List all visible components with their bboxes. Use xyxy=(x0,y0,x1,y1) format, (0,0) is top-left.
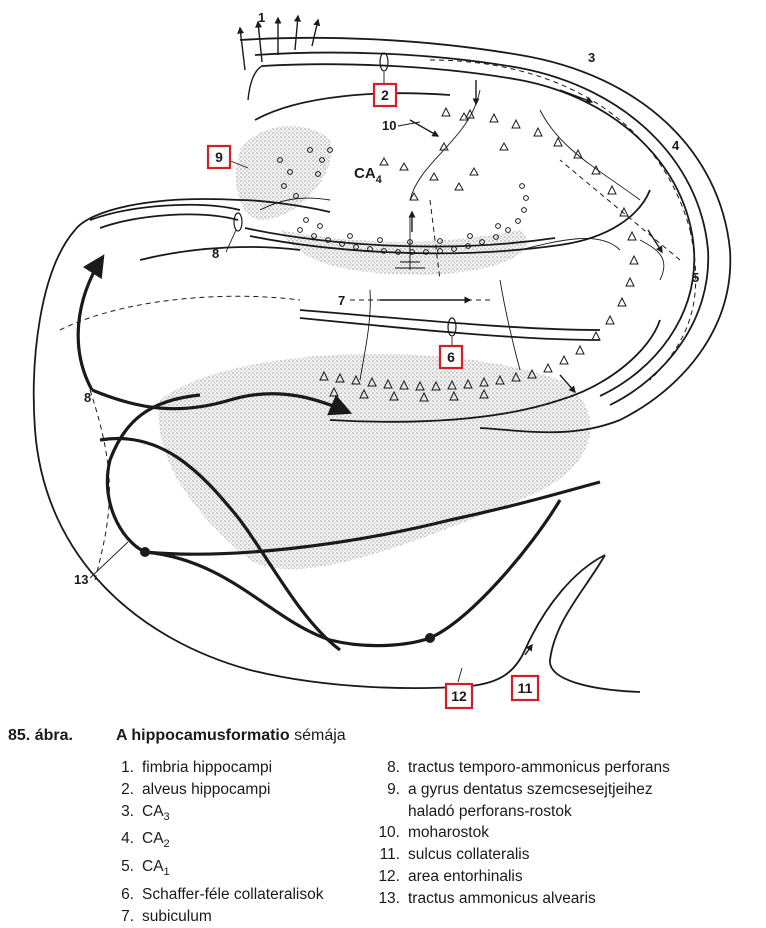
neuron-glyphs xyxy=(277,106,639,402)
legend-item: 1. fimbria hippocampi xyxy=(108,757,324,779)
figure-title: A hippocamusformatio xyxy=(116,727,290,744)
svg-text:11: 11 xyxy=(518,680,533,696)
legend-text: alveus hippocampi xyxy=(142,780,271,798)
svg-text:9: 9 xyxy=(215,149,223,165)
thick-tracts xyxy=(76,254,601,652)
legend-number: 1. xyxy=(121,759,134,776)
label-1: 1 xyxy=(258,10,265,25)
legend-text: tractus temporo-ammonicus perforans xyxy=(408,759,670,776)
legend-item: 11. sulcus collateralis xyxy=(370,844,670,866)
legend-item: 12. area entorhinalis xyxy=(370,866,670,888)
boxed-label-2: 2 xyxy=(372,82,398,108)
legend-item: 4. CA2 xyxy=(108,828,324,856)
legend-number: 6. xyxy=(121,886,134,904)
fibre-details xyxy=(259,89,665,381)
svg-text:2: 2 xyxy=(381,87,389,103)
leader-lines xyxy=(89,72,463,683)
legend-number: 2. xyxy=(121,780,134,798)
legend-item: 5. CA1 xyxy=(108,856,324,884)
label-13: 13 xyxy=(74,572,88,587)
legend-number: 11. xyxy=(379,846,400,864)
legend-text: a gyrus dentatus szemcsesejtjeihez xyxy=(408,780,653,798)
svg-text:6: 6 xyxy=(447,349,455,365)
boxed-label-12: 12 xyxy=(444,682,474,710)
boxed-label-11: 11 xyxy=(510,674,540,702)
legend-text: haladó perforans-rostok xyxy=(408,802,572,820)
legend-text: area entorhinalis xyxy=(408,867,523,885)
legend-number: 5. xyxy=(121,858,134,876)
legend-subscript: 1 xyxy=(163,866,170,879)
label-ca4: CA4 xyxy=(354,165,383,186)
boxed-label-9: 9 xyxy=(206,144,232,170)
legend-number: 4. xyxy=(121,830,134,848)
figure-number: 85. ábra. xyxy=(8,727,73,744)
tract-nodes xyxy=(140,547,435,643)
legend-text: fimbria hippocampi xyxy=(142,759,273,776)
label-4: 4 xyxy=(672,138,680,153)
label-8-lower: 8 xyxy=(84,390,91,405)
legend-text: sulcus collateralis xyxy=(408,846,530,864)
diagram-labels: 1 3 4 5 7 8 8 10 13 CA4 xyxy=(74,10,699,587)
legend-right: 8. tractus temporo-ammonicus perforans 9. a… xyxy=(370,757,670,910)
hippocampus-diagram: 1 3 4 5 7 8 8 10 13 CA4 2 9 6 12 11 xyxy=(32,10,732,710)
svg-text:12: 12 xyxy=(451,688,467,704)
legend-item: 2. alveus hippocampi xyxy=(108,779,324,801)
legend-text: tractus ammonicus alvearis xyxy=(408,889,596,907)
legend-text: CA2 xyxy=(142,830,170,851)
legend-item: 8. tractus temporo-ammonicus perforans xyxy=(370,757,670,779)
fimbria-arrows xyxy=(237,14,663,656)
label-8-upper: 8 xyxy=(212,246,219,261)
legend-number: 10. xyxy=(378,824,400,842)
legend-number: 8. xyxy=(387,759,400,776)
loop-markers xyxy=(233,52,457,337)
outline-curves xyxy=(32,36,732,693)
legend-item: 10. moharostok xyxy=(370,822,670,844)
legend-item: haladó perforans-rostok xyxy=(370,801,670,823)
legend-text: subiculum xyxy=(142,908,212,926)
boxed-label-6: 6 xyxy=(438,344,464,370)
legend-text: CA3 xyxy=(142,802,170,823)
legend-item: 3. CA3 xyxy=(108,801,324,829)
legend-subscript: 3 xyxy=(163,810,170,823)
figure-title-rest: sémája xyxy=(289,727,346,744)
legend-left: 1. fimbria hippocampi 2. alveus hippocampi 3… xyxy=(108,757,324,928)
legend-number: 3. xyxy=(121,802,134,820)
legend-subscript: 2 xyxy=(163,838,170,851)
legend-number: 9. xyxy=(387,780,400,798)
legend-item: 13. tractus ammonicus alvearis xyxy=(370,888,670,910)
legend-number: 7. xyxy=(121,908,134,926)
figure-caption: 85. ábra. A hippocamusformatio sémája xyxy=(8,727,346,745)
legend-number xyxy=(370,801,400,823)
label-3: 3 xyxy=(588,50,595,65)
legend-item: 6. Schaffer-féle collateralisok xyxy=(108,884,324,906)
legend-item: 7. subiculum xyxy=(108,906,324,928)
label-10: 10 xyxy=(382,118,396,133)
label-5: 5 xyxy=(692,270,699,285)
legend-text: moharostok xyxy=(408,824,489,842)
legend-number: 12. xyxy=(378,867,400,885)
label-7: 7 xyxy=(338,293,345,308)
legend-text: Schaffer-féle collateralisok xyxy=(142,886,324,904)
legend-item: 9. a gyrus dentatus szemcsesejtjeihez xyxy=(370,779,670,801)
legend-number: 13. xyxy=(378,889,400,907)
legend-text: CA1 xyxy=(142,858,170,879)
